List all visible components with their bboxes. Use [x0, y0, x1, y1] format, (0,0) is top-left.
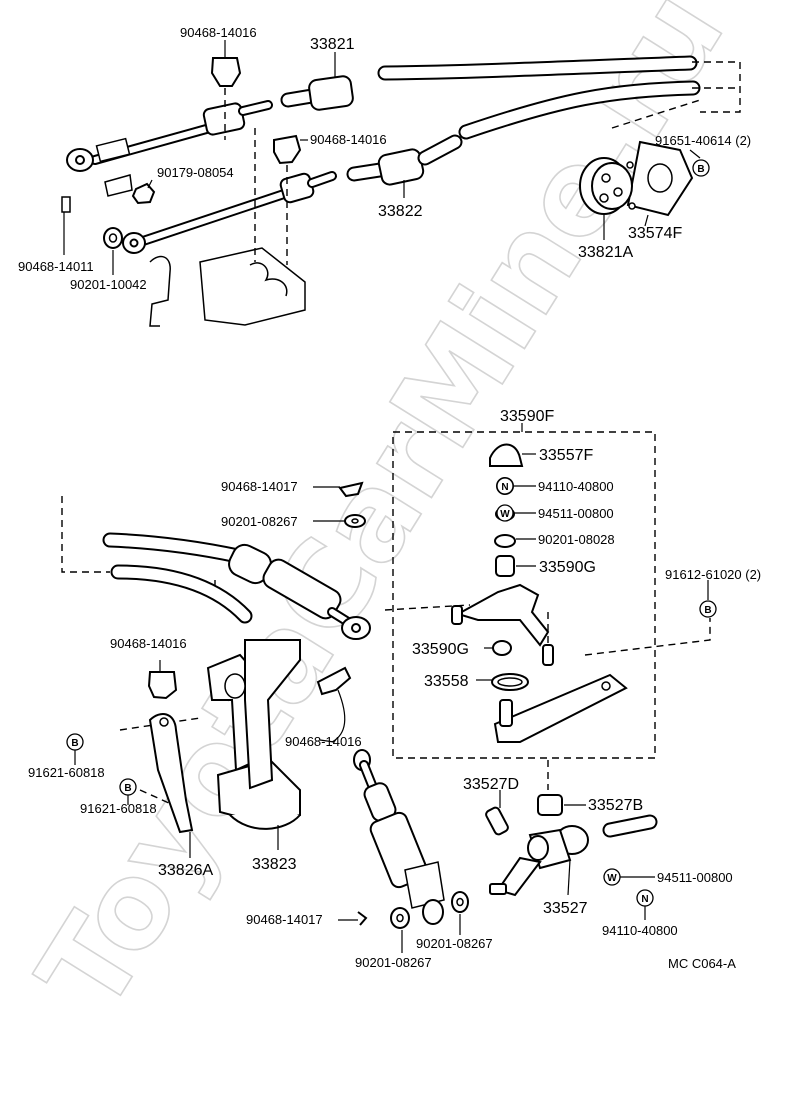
label-33590F: 33590F — [500, 408, 554, 425]
label-33590G-b: 33590G — [412, 641, 469, 658]
marker-b-left-a — [66, 733, 84, 751]
label-33574F: 33574F — [628, 225, 682, 242]
label-91651-40614: 91651-40614 (2) — [655, 133, 751, 148]
label-90468-14016-b: 90468-14016 — [310, 132, 387, 147]
label-90468-14016-a: 90468-14016 — [180, 25, 257, 40]
label-33527B: 33527B — [588, 797, 643, 814]
marker-n-upper-letter: N — [501, 482, 508, 493]
label-33822: 33822 — [378, 203, 423, 220]
label-94110-40800-a: 94110-40800 — [538, 479, 614, 494]
label-33823: 33823 — [252, 856, 297, 873]
label-90201-08267-c: 90201-08267 — [355, 955, 432, 970]
label-91612-61020: 91612-61020 (2) — [665, 567, 761, 582]
label-91621-60818-b: 91621-60818 — [80, 801, 157, 816]
label-90468-14016-d: 90468-14016 — [285, 734, 362, 749]
label-33557F: 33557F — [539, 447, 593, 464]
figure-code: MC C064-A — [668, 956, 736, 971]
label-90179-08054: 90179-08054 — [157, 165, 234, 180]
label-90468-14017-b: 90468-14017 — [246, 912, 323, 927]
marker-b-left-b-letter: B — [124, 783, 131, 794]
label-90201-08267-b: 90201-08267 — [416, 936, 493, 951]
marker-w-upper — [496, 504, 514, 522]
marker-b-top-letter: B — [697, 164, 704, 175]
label-94110-40800-b: 94110-40800 — [602, 923, 678, 938]
label-33527: 33527 — [543, 900, 588, 917]
label-33527D: 33527D — [463, 776, 519, 793]
label-33821A: 33821A — [578, 244, 633, 261]
label-94511-00800-a: 94511-00800 — [538, 506, 614, 521]
label-90468-14011: 90468-14011 — [18, 259, 94, 274]
label-33590G-a: 33590G — [539, 559, 596, 576]
marker-n-upper — [496, 477, 514, 495]
label-94511-00800-b: 94511-00800 — [657, 870, 733, 885]
marker-w-upper-letter: W — [500, 509, 510, 520]
marker-b-top — [692, 159, 710, 177]
label-90201-08028: 90201-08028 — [538, 532, 615, 547]
marker-b-left-a-letter: B — [71, 738, 78, 749]
label-90201-08267-a: 90201-08267 — [221, 514, 298, 529]
marker-w-lower-letter: W — [607, 873, 617, 884]
marker-circles: B N W B B B W N — [66, 159, 717, 907]
label-33558: 33558 — [424, 673, 469, 690]
cable-assembly-top — [61, 55, 741, 327]
marker-b-right — [699, 600, 717, 618]
label-33821: 33821 — [310, 36, 355, 53]
label-33826A: 33826A — [158, 862, 213, 879]
marker-n-lower — [636, 889, 654, 907]
label-90468-14017-a: 90468-14017 — [221, 479, 298, 494]
marker-b-right-letter: B — [704, 605, 711, 616]
marker-w-lower — [603, 868, 621, 886]
marker-b-left-b — [119, 778, 137, 796]
marker-n-lower-letter: N — [641, 894, 648, 905]
leader-lines — [63, 40, 709, 953]
label-90201-10042: 90201-10042 — [70, 277, 147, 292]
label-90468-14016-c: 90468-14016 — [110, 636, 187, 651]
part-labels: 90468-14016 33821 90468-14016 90179-0805… — [18, 25, 761, 971]
label-91621-60818-a: 91621-60818 — [28, 765, 105, 780]
shift-lever-assembly — [61, 423, 711, 929]
